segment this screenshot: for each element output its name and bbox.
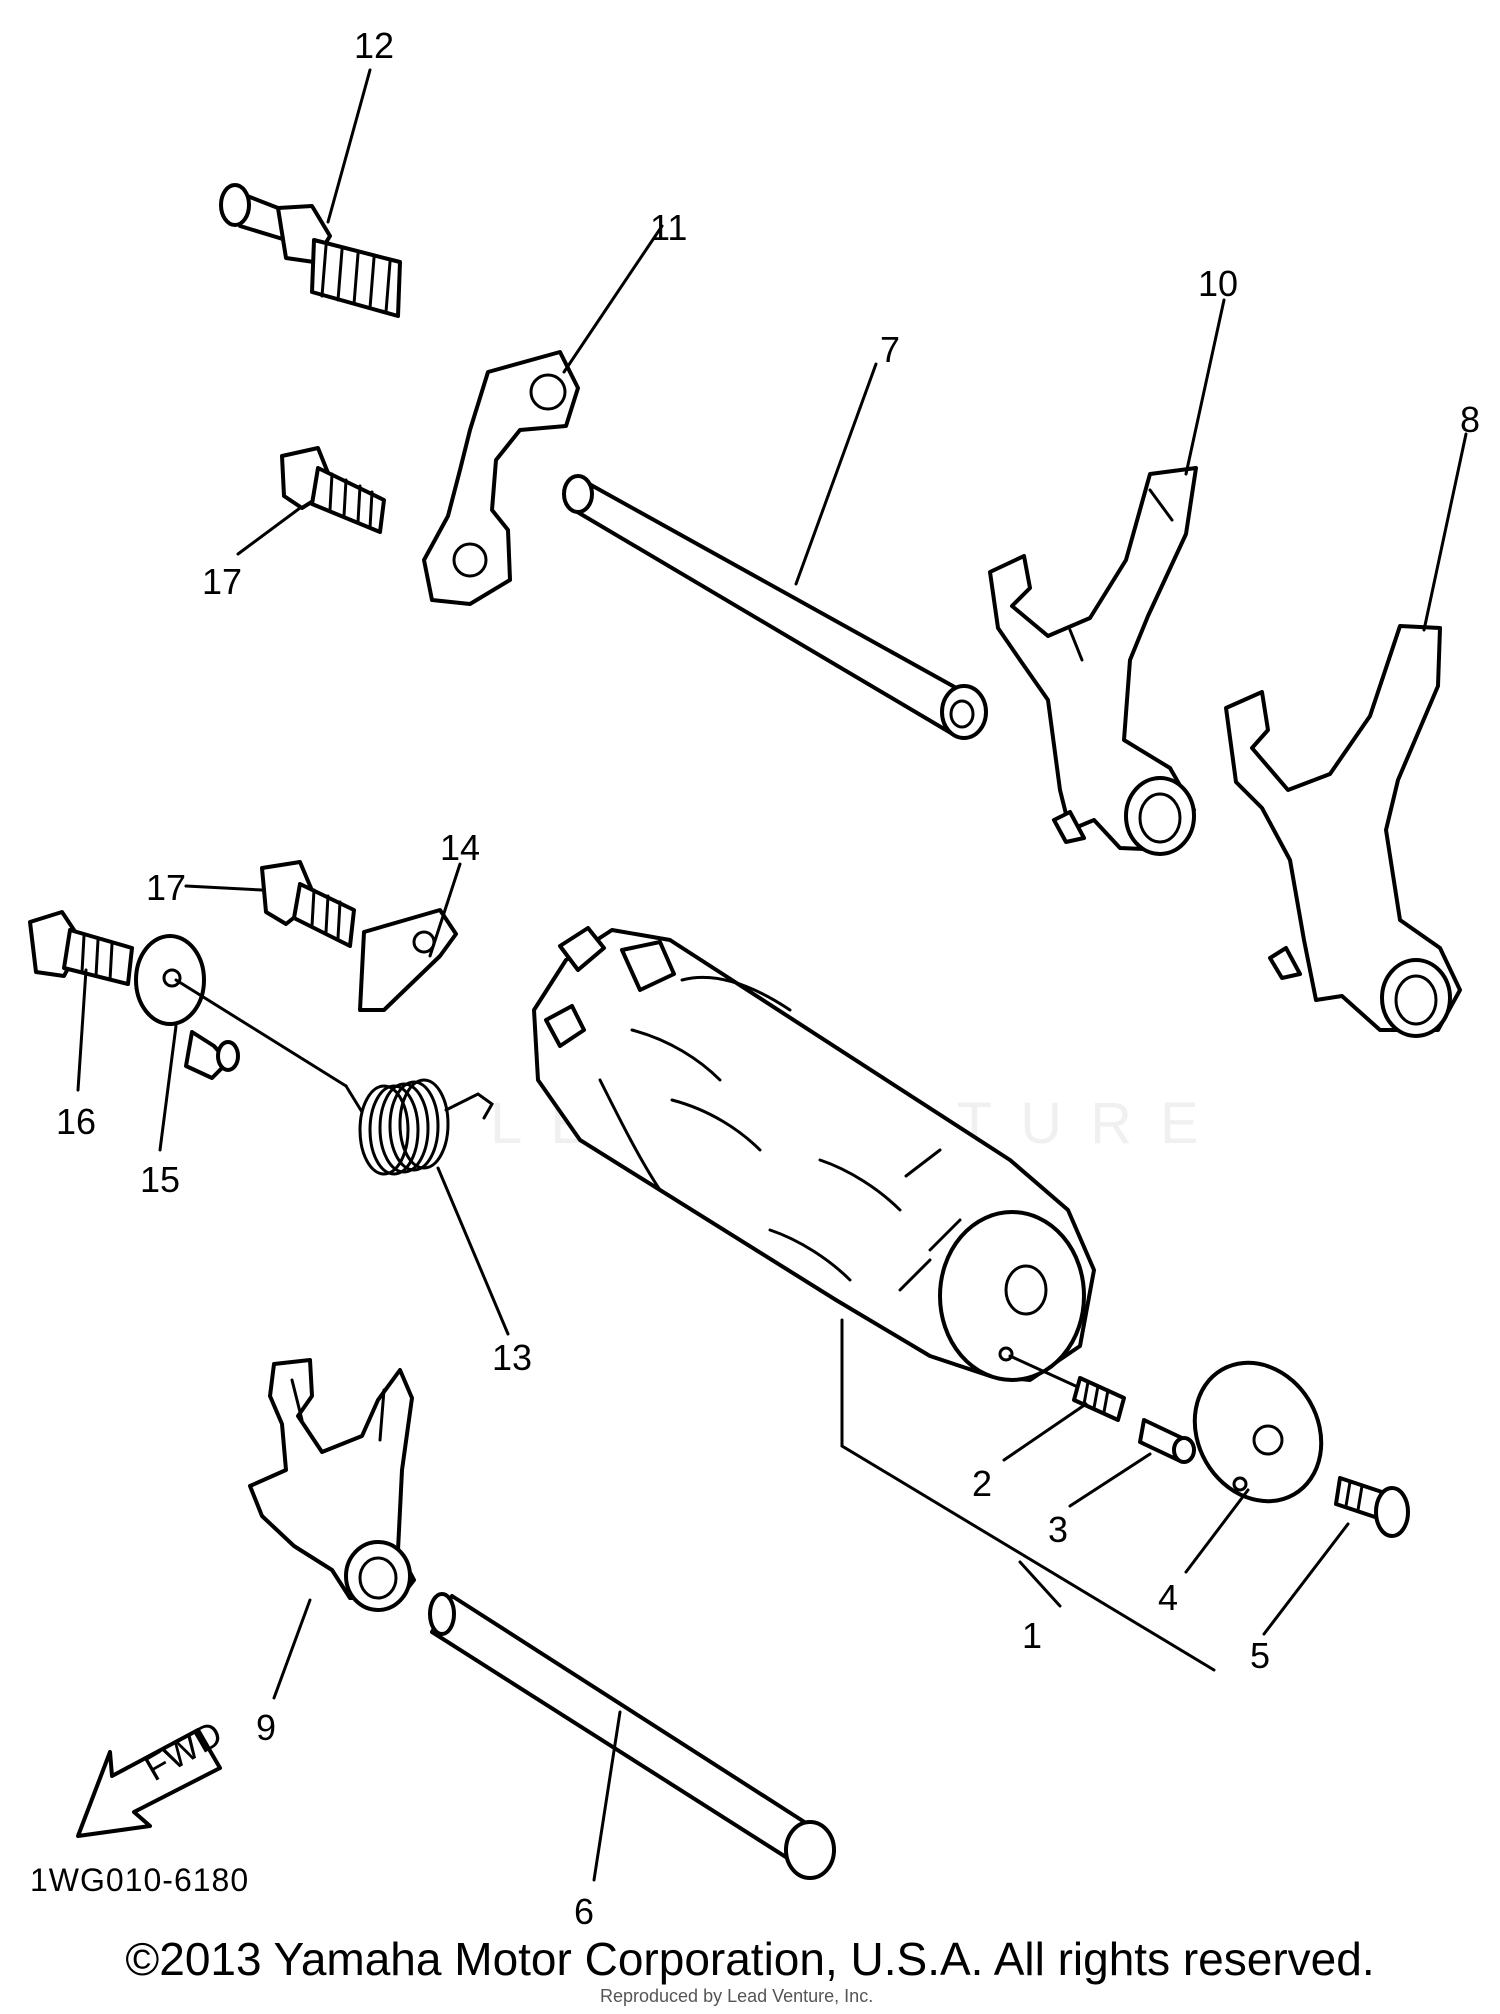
part-15-lever (134, 934, 240, 1080)
part-16-bolt (28, 910, 134, 986)
part-17-bolt-upper (280, 446, 386, 534)
leader-lines (76, 68, 1468, 1882)
label-16: 16 (56, 1101, 96, 1142)
part-10-shift-fork (988, 466, 1198, 856)
part-17-bolt-middle (260, 860, 356, 948)
part-1-shift-drum (532, 926, 1216, 1672)
part-11-bracket (422, 350, 580, 606)
label-12: 12 (354, 25, 394, 66)
part-12-stud (219, 183, 402, 318)
label-4: 4 (1158, 1577, 1178, 1618)
label-17-middle: 17 (146, 867, 186, 908)
part-13-spring (174, 978, 494, 1176)
reproduction-note: Reproduced by Lead Venture, Inc. (600, 1986, 874, 2006)
label-11: 11 (650, 207, 687, 248)
part-6-shaft (428, 1592, 836, 1880)
label-13: 13 (492, 1337, 532, 1378)
label-5: 5 (1250, 1635, 1270, 1676)
label-9: 9 (256, 1707, 276, 1748)
fwd-arrow-icon: FWD (76, 1712, 229, 1838)
callout-labels: 12 11 10 7 8 17 17 14 16 15 13 2 3 1 4 5… (56, 25, 1480, 1932)
label-8: 8 (1460, 399, 1480, 440)
label-14: 14 (440, 827, 480, 868)
label-3: 3 (1048, 1509, 1068, 1550)
part-5-screw (1334, 1476, 1410, 1538)
label-1: 1 (1022, 1615, 1042, 1656)
label-6: 6 (574, 1891, 594, 1932)
copyright-notice: ©2013 Yamaha Motor Corporation, U.S.A. A… (125, 1933, 1375, 1985)
part-4-washer (1192, 1360, 1324, 1504)
part-7-shaft (562, 474, 988, 740)
part-9-shift-fork (248, 1358, 416, 1612)
label-17-upper: 17 (202, 561, 242, 602)
label-15: 15 (140, 1159, 180, 1200)
part-2-spring (1008, 1354, 1126, 1422)
label-10: 10 (1198, 263, 1238, 304)
part-code: 1WG010-6180 (30, 1862, 250, 1898)
part-8-shift-fork (1224, 624, 1462, 1038)
label-7: 7 (880, 329, 900, 370)
part-3-pin (1138, 1418, 1196, 1464)
label-2: 2 (972, 1463, 992, 1504)
